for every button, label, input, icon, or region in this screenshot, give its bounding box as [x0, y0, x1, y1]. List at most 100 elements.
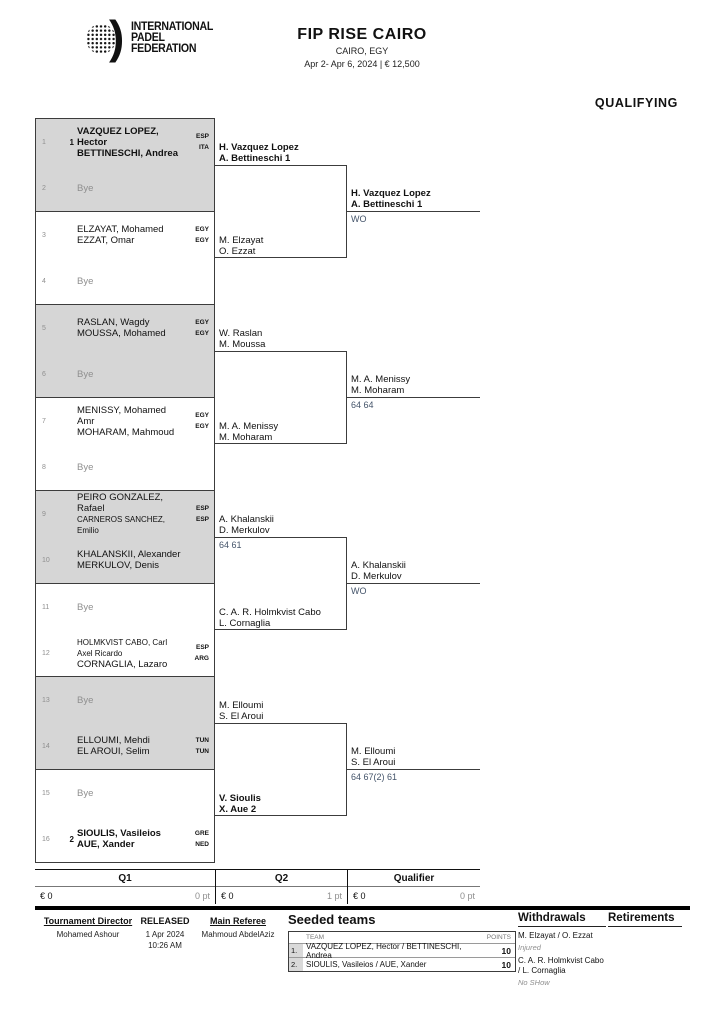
player-name: MOUSSA, Mohamed	[77, 328, 166, 339]
seeded-team-points: 10	[501, 945, 511, 956]
position-number: 2	[42, 184, 46, 192]
match-score: WO	[351, 586, 367, 596]
seeded-team-row: 1. VAZQUEZ LOPEZ, Hector / BETTINESCHI, …	[289, 941, 515, 960]
position-number: 14	[42, 742, 50, 750]
team-line: A. Bettineschi 1	[219, 153, 291, 164]
tournament-dates-prize: Apr 2- Apr 6, 2024 | € 12,500	[304, 59, 420, 69]
team-line: M. A. Menissy	[219, 421, 279, 432]
qualifier-line	[347, 397, 480, 398]
released-label: RELEASED	[140, 916, 190, 926]
country-code: EGY	[195, 423, 209, 430]
team-line: D. Merkulov	[219, 525, 270, 536]
bye-slot-13: 13 Bye	[36, 677, 214, 723]
retirements-title: Retirements	[608, 912, 682, 927]
position-number: 5	[42, 324, 46, 332]
tournament-director-block: Tournament Director Mohamed Ashour	[38, 916, 138, 940]
country-code: ESP	[195, 516, 209, 523]
team-line: H. Vazquez Lopez	[351, 188, 431, 199]
round-points: 1 pt	[326, 891, 342, 901]
team-line: M. Moharam	[351, 385, 405, 396]
team-line: A. Khalanskii	[351, 560, 406, 571]
country-code: EGY	[195, 237, 209, 244]
position-number: 13	[42, 696, 50, 704]
seeded-teams-title: Seeded teams	[288, 912, 376, 927]
round1-pair: 11 Bye 12 HOLMKVIST CABO, Carl Axel Rica…	[35, 583, 215, 677]
q2-match-box	[215, 723, 347, 816]
round-label: Qualifier	[348, 870, 480, 887]
qualifier-line	[347, 769, 480, 770]
column-header-points: POINTS	[486, 934, 511, 941]
bye-slot-8: 8 Bye	[36, 444, 214, 490]
team-line: M. Moussa	[219, 339, 266, 350]
player-name: EZZAT, Omar	[77, 235, 135, 246]
team-line: X. Aue 2	[219, 804, 257, 815]
seeded-team-name: VAZQUEZ LOPEZ, Hector / BETTINESCHI, And…	[306, 941, 462, 960]
released-time: 10:26 AM	[148, 941, 182, 950]
player-name: CARNEROS SANCHEZ, Emilio	[77, 515, 166, 535]
bye-label: Bye	[77, 368, 94, 380]
tournament-director-name: Mohamed Ashour	[56, 930, 120, 939]
bye-slot-6: 6 Bye	[36, 351, 214, 397]
withdrawal-reason: Injured	[518, 943, 541, 952]
team-line: L. Cornaglia	[219, 618, 271, 629]
bye-slot-11: 11 Bye	[36, 584, 214, 630]
withdrawals-block: Withdrawals M. Elzayat / O. Ezzat Injure…	[518, 912, 606, 991]
country-code: TUN	[195, 748, 209, 755]
country-code: ESP	[195, 133, 209, 140]
ipf-logo-arc-icon: )	[109, 10, 125, 63]
match-score: 64 64	[351, 400, 374, 410]
bye-label: Bye	[77, 182, 94, 194]
bye-label: Bye	[77, 461, 94, 473]
round-label: Q1	[35, 870, 215, 887]
position-number: 6	[42, 370, 46, 378]
q2-match-box	[215, 537, 347, 630]
ipf-logo-text: INTERNATIONAL PADEL FEDERATION	[131, 21, 213, 55]
position-number: 3	[42, 231, 46, 239]
ipf-logo-line: FEDERATION	[131, 43, 197, 55]
ipf-logo: ) INTERNATIONAL PADEL FEDERATION	[86, 10, 220, 63]
team-line: S. El Aroui	[219, 711, 264, 722]
main-referee-name: Mahmoud AbdelAziz	[201, 930, 275, 939]
player-name: MERKULOV, Denis	[77, 560, 160, 571]
bye-slot-2: 2 Bye	[36, 165, 214, 211]
player-name: VAZQUEZ LOPEZ, Hector	[77, 125, 159, 148]
bye-slot-4: 4 Bye	[36, 258, 214, 304]
player-name: HOLMKVIST CABO, Carl Axel Ricardo	[77, 637, 168, 658]
player-name: MENISSY, Mohamed Amr	[77, 404, 167, 427]
position-number: 12	[42, 649, 50, 657]
team-line: V. Sioulis	[219, 793, 261, 804]
column-header-team: TEAM	[306, 934, 325, 941]
player-name: MOHARAM, Mahmoud	[77, 426, 175, 438]
country-code: ESP	[195, 644, 209, 651]
team-line: M. Elzayat	[219, 235, 264, 246]
tournament-title: FIP RISE CAIRO	[297, 26, 427, 43]
withdrawal-team: C. A. R. Holmkvist Cabo / L. Cornaglia	[518, 956, 604, 975]
prize-money: € 0	[40, 891, 53, 901]
round-points: 0 pt	[194, 891, 210, 901]
